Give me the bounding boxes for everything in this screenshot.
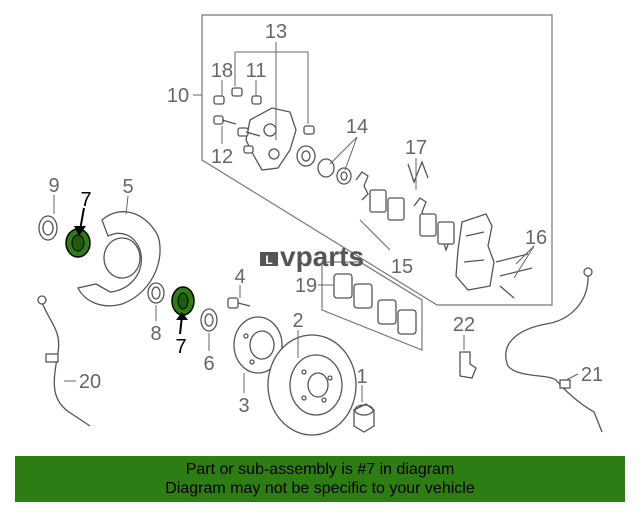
wheel-stud <box>227 297 251 309</box>
callout-19: 19 <box>295 275 317 297</box>
info-banner: Part or sub-assembly is #7 in diagram Di… <box>15 456 625 502</box>
caliper-assembly-frame <box>201 14 553 306</box>
guide-pins <box>495 253 533 299</box>
parts-diagram: 1 2 3 4 5 6 7 7 8 9 10 11 12 13 14 15 16… <box>37 14 603 436</box>
banner-line-1: Part or sub-assembly is #7 in diagram <box>185 461 455 478</box>
callout-13: 13 <box>265 21 287 43</box>
svg-text:L: L <box>265 253 272 267</box>
caliper-housing <box>455 213 495 291</box>
brand-logo-icon: L <box>260 252 278 267</box>
callout-7-upper: 7 <box>80 189 91 211</box>
callout-6: 6 <box>203 353 214 375</box>
brand-logo-text: vparts <box>280 241 364 272</box>
callout-14: 14 <box>346 116 368 138</box>
ring-8 <box>147 282 165 304</box>
brake-hose <box>37 295 91 427</box>
callout-22: 22 <box>453 314 475 336</box>
pad-set-frame <box>321 261 423 351</box>
callout-20: 20 <box>79 371 101 393</box>
callout-11: 11 <box>246 60 267 82</box>
caliper-bracket <box>245 107 297 171</box>
callout-4: 4 <box>234 266 245 288</box>
callout-15: 15 <box>391 256 413 278</box>
callout-12: 12 <box>211 146 233 168</box>
wheel-hub <box>233 316 283 374</box>
caliper-bolts <box>213 87 315 154</box>
callout-5: 5 <box>122 176 133 198</box>
seal-9 <box>38 215 58 241</box>
banner-line-2: Diagram may not be specific to your vehi… <box>165 480 475 497</box>
dust-shield <box>77 211 161 307</box>
callout-16: 16 <box>525 227 547 249</box>
abs-sensor <box>505 267 603 433</box>
sensor-bracket <box>459 351 477 379</box>
callout-18: 18 <box>211 60 233 82</box>
seal-6 <box>200 308 218 332</box>
callout-arrows-7 <box>74 207 188 335</box>
callout-2: 2 <box>292 310 303 332</box>
caliper-piston <box>296 145 352 185</box>
callout-21: 21 <box>581 364 603 386</box>
leader-lines <box>53 42 579 402</box>
bearing-7-upper <box>65 228 91 258</box>
pad-set <box>333 273 417 335</box>
brake-rotor <box>267 334 357 436</box>
callout-7-lower: 7 <box>175 336 186 358</box>
callout-3: 3 <box>238 395 249 417</box>
bearing-7-lower <box>171 286 195 316</box>
callout-17: 17 <box>405 137 427 159</box>
caliper-pads <box>369 189 455 245</box>
callout-8: 8 <box>150 323 161 345</box>
callout-10: 10 <box>167 85 189 107</box>
callout-1: 1 <box>356 366 367 388</box>
hub-cap <box>353 403 375 433</box>
brand-logo: L vparts <box>260 241 364 272</box>
callout-9: 9 <box>48 175 59 197</box>
